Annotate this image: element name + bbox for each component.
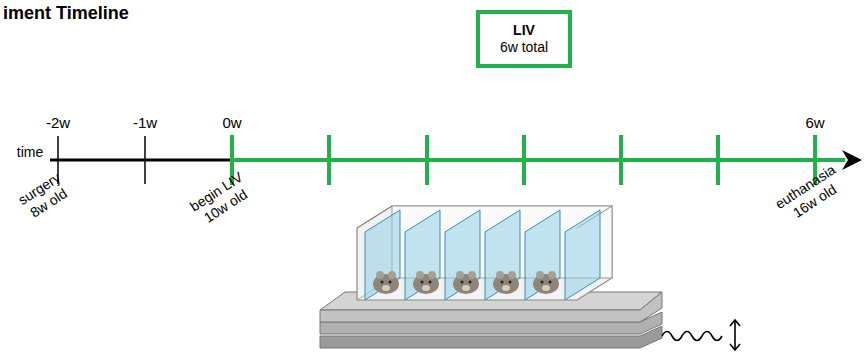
event-label: surgery8w old (15, 169, 72, 223)
tick-label: -1w (133, 114, 157, 131)
tick-label: 0w (222, 114, 241, 131)
event-label: begin LIV10w old (187, 169, 255, 229)
vibration-wave (662, 332, 722, 341)
tick (144, 136, 146, 184)
tick-label: 6w (805, 114, 824, 131)
box-heading: LIV (513, 22, 535, 40)
tick-label: -2w (46, 114, 70, 131)
liv-axis (232, 158, 845, 162)
axis-arrowhead (842, 150, 862, 170)
diagram-title: iment Timeline (3, 3, 129, 24)
green-ticks (232, 135, 815, 185)
mice (373, 271, 559, 294)
vertical-double-arrow (730, 320, 740, 350)
event-label: euthanasia16w old (772, 161, 848, 226)
box-text: 6w total (500, 39, 548, 57)
phase-box: LIV6w total (476, 10, 572, 68)
mouse-cage (357, 206, 612, 300)
time-axis (50, 159, 232, 162)
axis-label: time (17, 144, 43, 160)
